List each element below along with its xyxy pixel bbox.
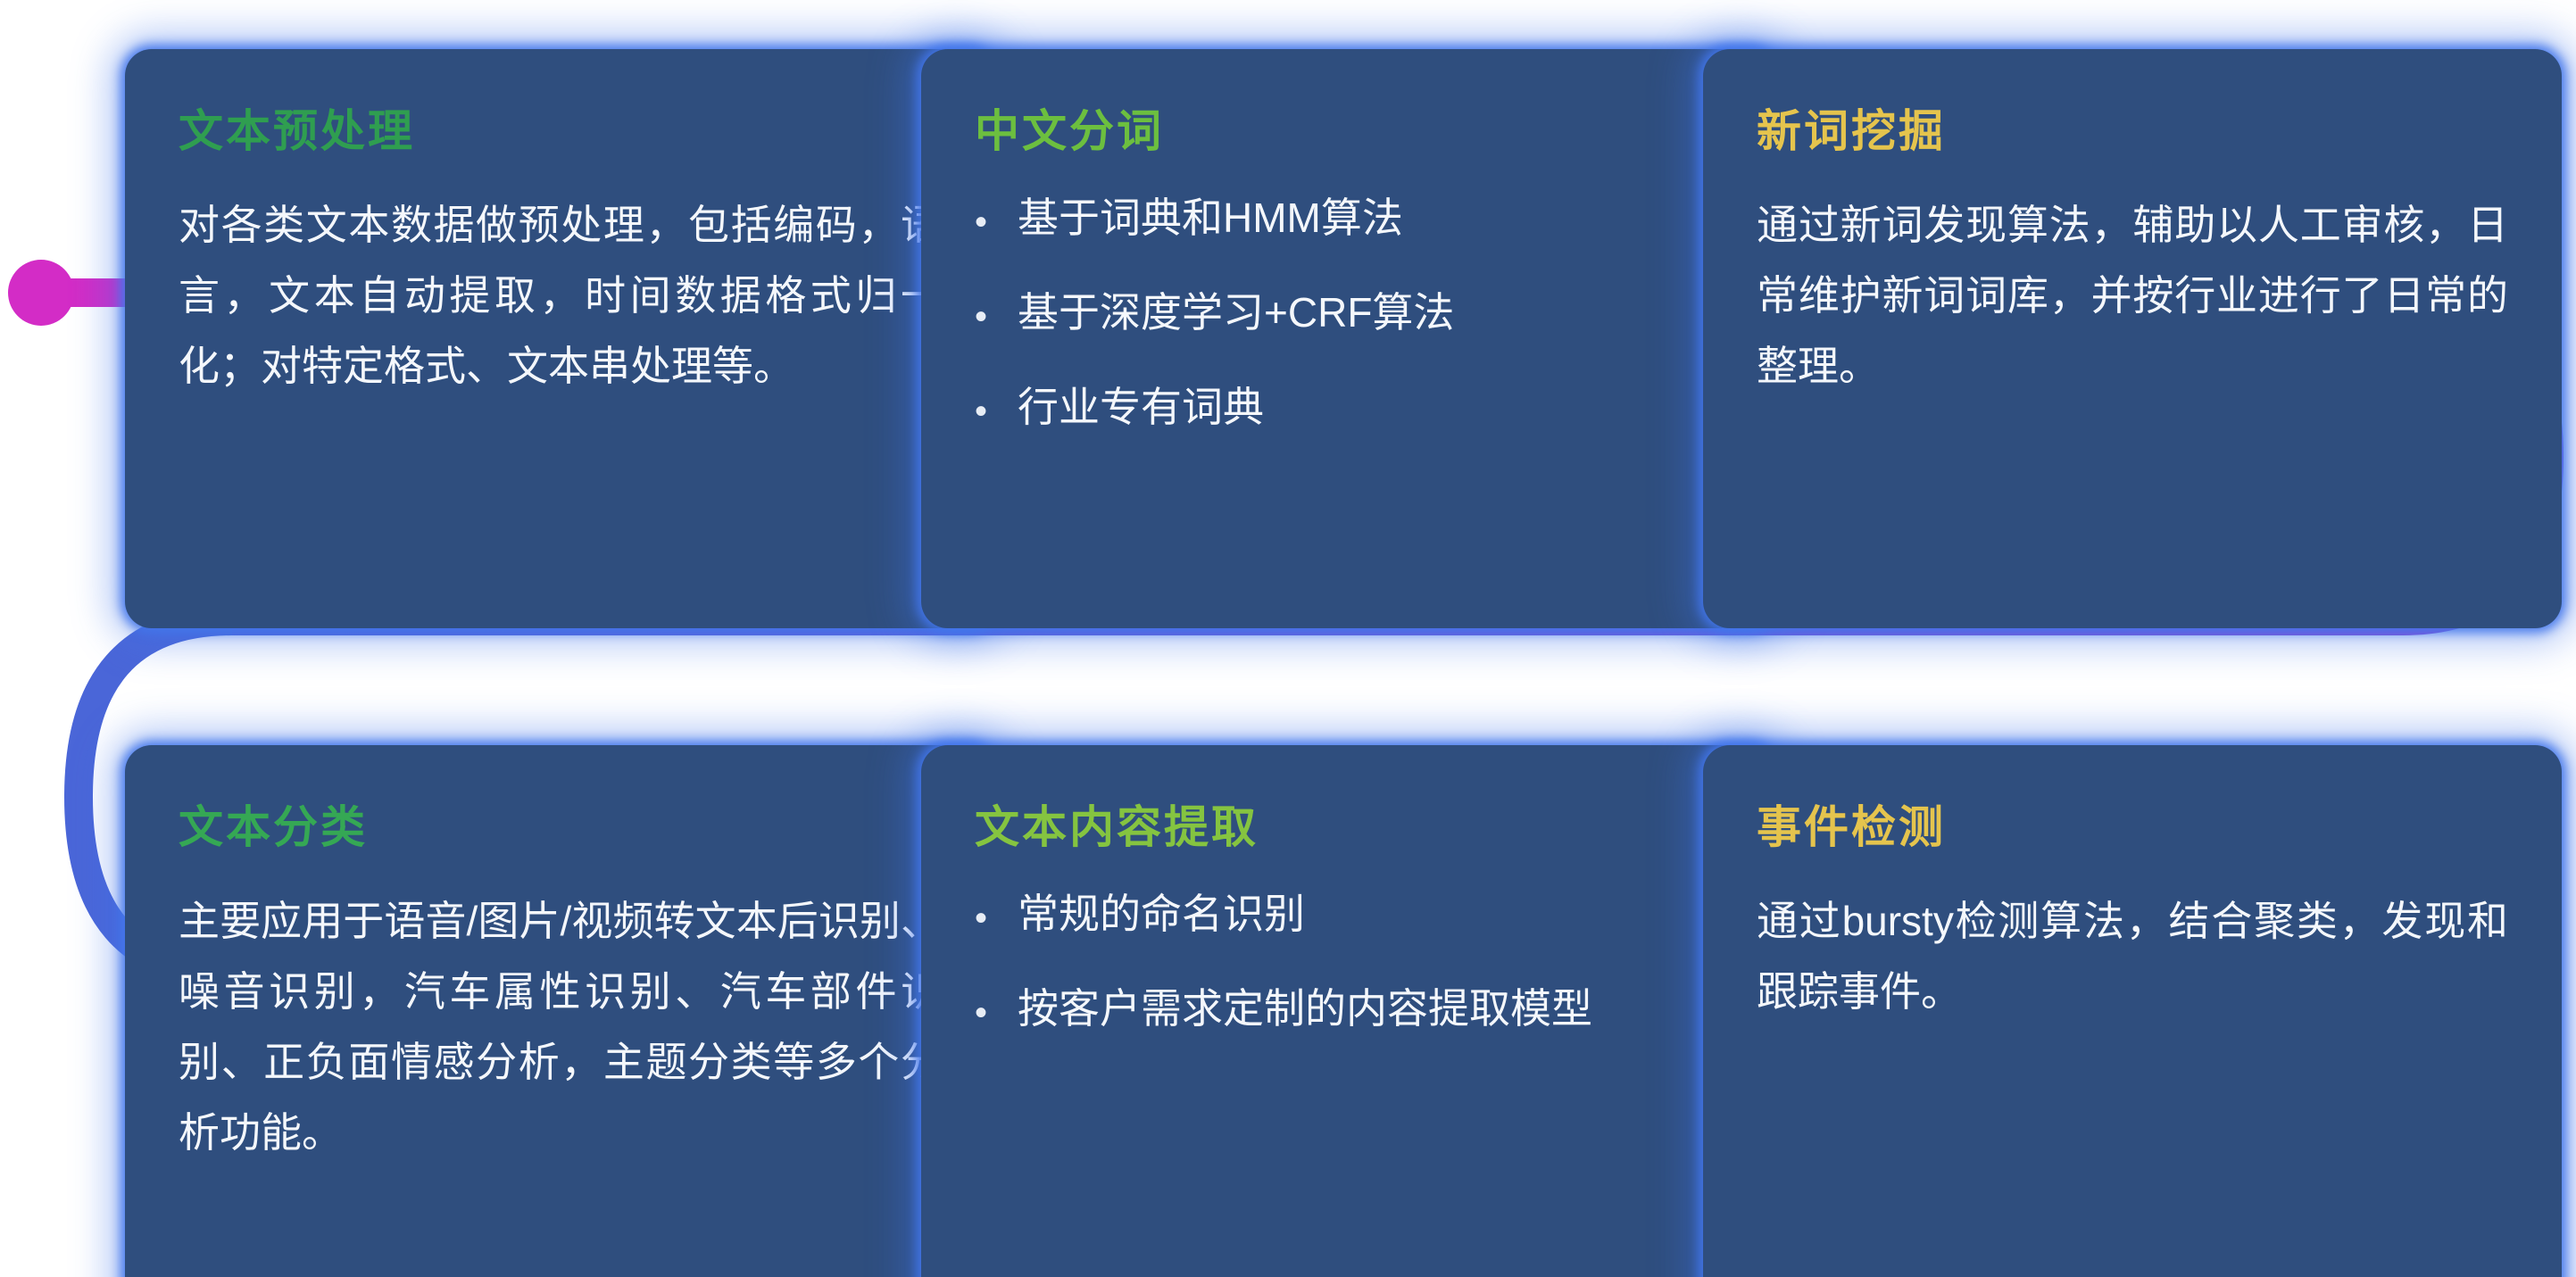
bullet-text: 按客户需求定制的内容提取模型 [1018,985,1593,1032]
bullet-list-chinese-word-segmentation: 基于词典和HMM算法 基于深度学习+CRF算法 行业专有词典 [975,190,1723,435]
bullet-text: 基于词典和HMM算法 [1018,195,1403,241]
bullet-dot-icon [975,981,987,1036]
card-body-text-classification: 主要应用于语音/图片/视频转文本后识别、噪音识别，汽车属性识别、汽车部件识别、正… [179,898,942,1157]
card-chinese-word-segmentation: 中文分词 基于词典和HMM算法 基于深度学习+CRF算法 行业专有词典 [921,49,1776,628]
bullet-dot-icon [975,886,987,941]
bullet-dot-icon [975,285,987,340]
bullet-item: 基于深度学习+CRF算法 [975,285,1723,340]
card-text-classification: 文本分类 主要应用于语音/图片/视频转文本后识别、噪音识别，汽车属性识别、汽车部… [125,745,995,1277]
bullet-dot-icon [975,379,987,435]
card-title-text-content-extraction: 文本内容提取 [975,802,1259,852]
card-body-new-word-mining: 通过新词发现算法，辅助以人工审核，日常维护新词词库，并按行业进行了日常的整理。 [1757,202,2508,390]
card-body-event-detection: 通过bursty检测算法，结合聚类，发现和跟踪事件。 [1757,898,2508,1016]
card-title-text-classification: 文本分类 [179,802,368,852]
bullet-list-text-content-extraction: 常规的命名识别 按客户需求定制的内容提取模型 [975,886,1723,1036]
card-new-word-mining: 新词挖掘 通过新词发现算法，辅助以人工审核，日常维护新词词库，并按行业进行了日常… [1703,49,2562,628]
card-title-chinese-word-segmentation: 中文分词 [975,106,1164,156]
bullet-dot-icon [975,190,987,245]
card-title-new-word-mining: 新词挖掘 [1757,106,1946,156]
card-text-preprocessing: 文本预处理 对各类文本数据做预处理，包括编码，语言，文本自动提取，时间数据格式归… [125,49,995,628]
card-title-event-detection: 事件检测 [1757,802,1946,852]
card-body-text-preprocessing: 对各类文本数据做预处理，包括编码，语言，文本自动提取，时间数据格式归一化；对特定… [179,202,942,390]
bullet-text: 常规的命名识别 [1018,891,1306,937]
card-text-content-extraction: 文本内容提取 常规的命名识别 按客户需求定制的内容提取模型 [921,745,1776,1277]
bullet-item: 基于词典和HMM算法 [975,190,1723,245]
card-event-detection: 事件检测 通过bursty检测算法，结合聚类，发现和跟踪事件。 [1703,745,2562,1277]
bullet-item: 按客户需求定制的内容提取模型 [975,981,1723,1036]
card-title-text-preprocessing: 文本预处理 [179,106,415,156]
pipeline-start-dot [8,260,74,326]
bullet-item: 常规的命名识别 [975,886,1723,941]
bullet-item: 行业专有词典 [975,379,1723,435]
bullet-text: 基于深度学习+CRF算法 [1018,289,1455,336]
bullet-text: 行业专有词典 [1018,384,1265,431]
